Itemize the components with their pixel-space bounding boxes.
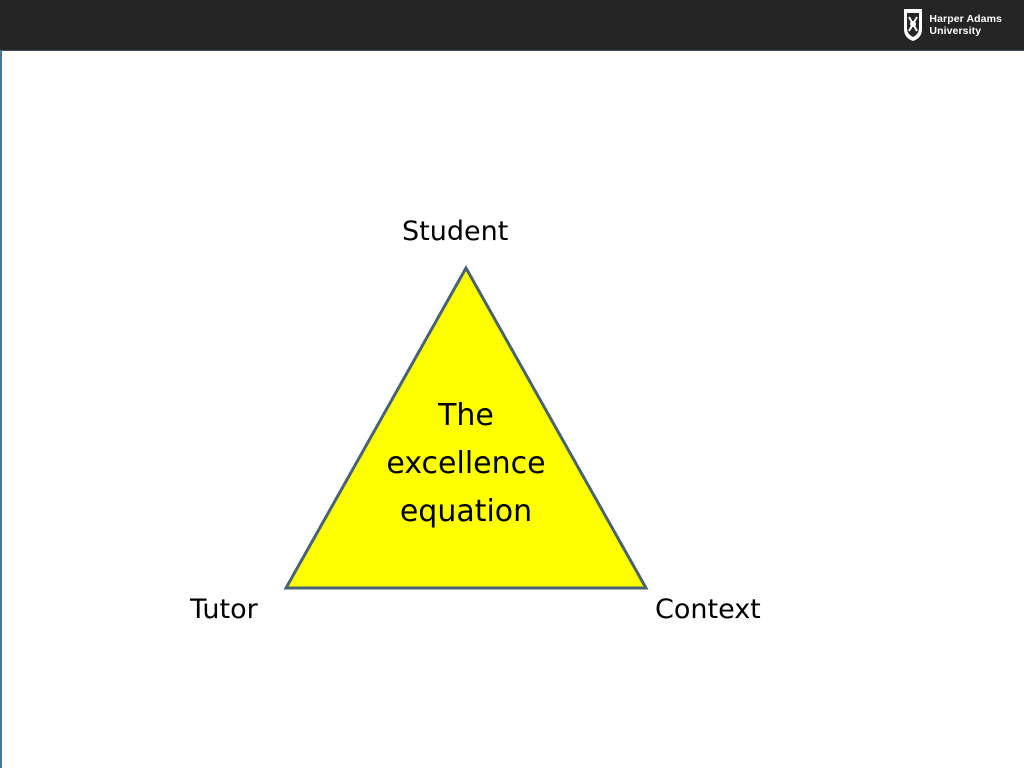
triangle-shape [283,264,649,590]
vertex-label-student: Student [402,216,509,247]
vertex-label-context: Context [655,594,761,625]
center-line-3: equation [399,494,533,529]
vertex-label-tutor: Tutor [190,594,258,625]
left-accent-rule [0,50,2,768]
center-caption: The excellence equation [346,392,586,536]
logo-line-1: Harper Adams [929,13,1002,25]
header-bar: Harper Adams University [0,0,1024,51]
university-logo: Harper Adams University [902,7,1002,43]
university-crest-icon [904,9,923,41]
center-line-2: excellence [386,446,546,481]
logo-line-2: University [929,25,982,37]
center-line-1: The [438,398,494,433]
